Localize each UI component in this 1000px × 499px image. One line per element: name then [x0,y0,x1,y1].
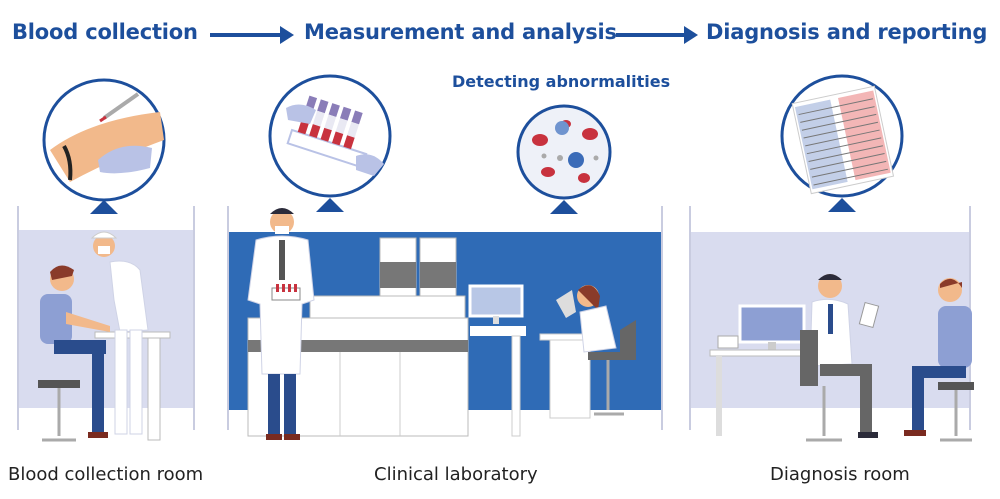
magnifier-report [780,74,904,212]
step-diagnosis-reporting: Diagnosis and reporting [706,20,988,44]
lab-technician-figure [247,208,315,440]
researcher-figure [539,285,636,419]
diagnosis-patient-figure [904,278,974,442]
flow-arrow-2 [616,26,698,44]
clinical-laboratory [227,206,663,440]
nurse-figure [90,231,149,435]
flow-arrow-1 [210,26,294,44]
doctor-figure [800,274,880,442]
diagnosis-desk [709,304,831,436]
magnifier-sample-tubes [268,74,392,212]
magnifier-blood-draw [42,78,166,214]
step-blood-collection: Blood collection [12,20,198,44]
room-label-clinical-laboratory: Clinical laboratory [374,464,538,485]
detecting-abnormalities-label: Detecting abnormalities [452,72,671,91]
blood-collection-room [17,206,195,442]
magnifier-blood-cells [516,104,612,214]
patient-figure [38,265,110,442]
room-label-blood-collection: Blood collection room [8,464,204,485]
diagnosis-room [689,206,974,442]
step-measurement-analysis: Measurement and analysis [304,20,617,44]
room-label-diagnosis: Diagnosis room [770,464,910,485]
lab-monitor [468,284,526,437]
